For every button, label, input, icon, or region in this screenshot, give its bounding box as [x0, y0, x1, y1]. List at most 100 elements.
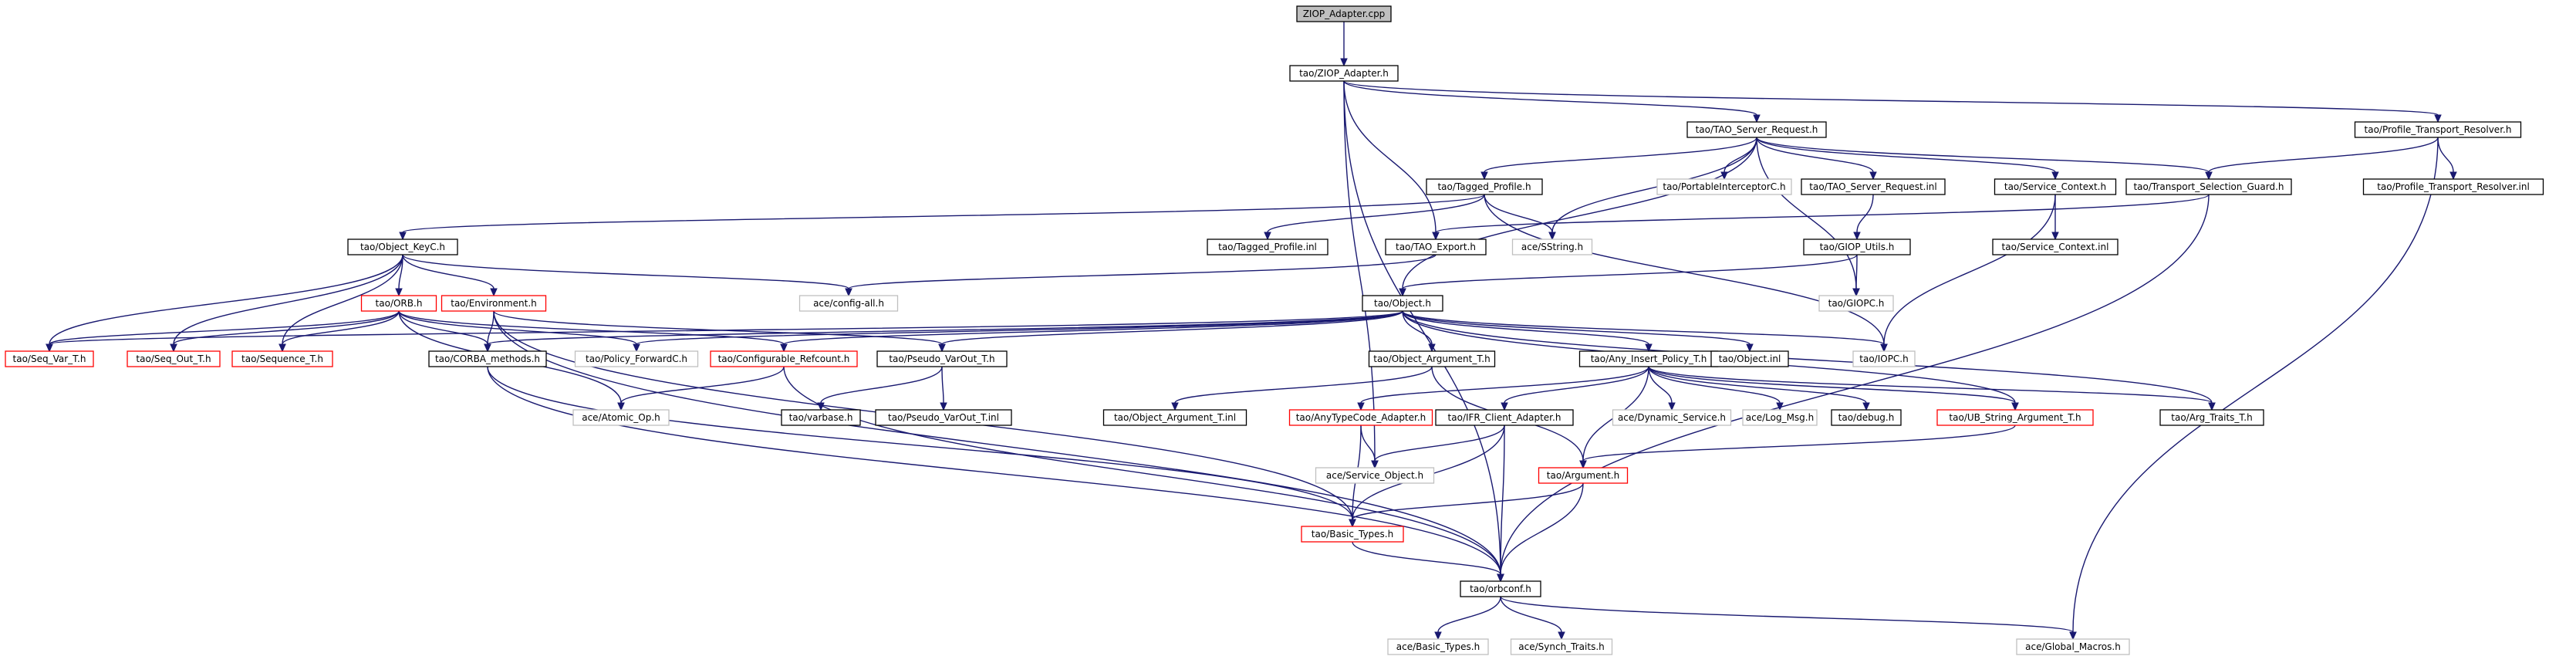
node-seqt[interactable]: tao/Sequence_T.h [231, 350, 333, 367]
node-box[interactable] [231, 350, 333, 367]
node-box[interactable] [1301, 526, 1404, 543]
node-box[interactable] [1656, 178, 1792, 195]
node-box[interactable] [876, 350, 1008, 367]
node-vb[interactable]: tao/varbase.h [781, 409, 861, 426]
node-box[interactable] [2354, 121, 2522, 138]
node-so[interactable]: ace/Service_Object.h [1315, 467, 1435, 484]
node-aip[interactable]: tao/Any_Insert_Policy_T.h [1578, 350, 1719, 367]
node-gm[interactable]: ace/Global_Macros.h [2016, 638, 2130, 655]
node-oat[interactable]: tao/Object_Argument_T.h [1368, 350, 1496, 367]
node-tsri[interactable]: tao/TAO_Server_Request.inl [1801, 178, 1946, 195]
node-ptri[interactable]: tao/Profile_Transport_Resolver.inl [2362, 178, 2544, 195]
node-env[interactable]: tao/Environment.h [441, 295, 547, 312]
node-tsg[interactable]: tao/Transport_Selection_Guard.h [2125, 178, 2292, 195]
node-box[interactable] [710, 350, 858, 367]
node-obj[interactable]: tao/Object.h [1362, 295, 1443, 312]
node-box[interactable] [1387, 638, 1489, 655]
node-aop[interactable]: ace/Atomic_Op.h [572, 409, 670, 426]
node-tpi[interactable]: tao/Tagged_Profile.inl [1207, 238, 1329, 255]
node-box[interactable] [1801, 178, 1946, 195]
node-okc[interactable]: tao/Object_KeyC.h [347, 238, 458, 255]
edge-tsg-to-oc [1500, 194, 2210, 575]
node-box[interactable] [1818, 295, 1894, 312]
node-orb[interactable]: tao/ORB.h [360, 295, 437, 312]
node-cm[interactable]: tao/CORBA_methods.h [428, 350, 547, 367]
node-ifr[interactable]: tao/IFR_Client_Adapter.h [1435, 409, 1574, 426]
node-dbg[interactable]: tao/debug.h [1831, 409, 1902, 426]
node-box[interactable] [2362, 178, 2544, 195]
node-box[interactable] [1426, 178, 1543, 195]
node-box[interactable] [2159, 409, 2264, 426]
node-iopc[interactable]: tao/IOPC.h [1852, 350, 1916, 367]
node-oc[interactable]: tao/orbconf.h [1460, 580, 1541, 597]
node-box[interactable] [781, 409, 861, 426]
node-cfg[interactable]: ace/config-all.h [798, 295, 899, 312]
node-lm[interactable]: ace/Log_Msg.h [1742, 409, 1818, 426]
node-box[interactable] [1831, 409, 1902, 426]
node-box[interactable] [875, 409, 1012, 426]
node-box[interactable] [1102, 409, 1247, 426]
node-atca[interactable]: tao/AnyTypeCode_Adapter.h [1288, 409, 1433, 426]
node-box[interactable] [5, 350, 94, 367]
node-tp[interactable]: tao/Tagged_Profile.h [1426, 178, 1543, 195]
node-tsr[interactable]: tao/TAO_Server_Request.h [1686, 121, 1827, 138]
node-giu[interactable]: tao/GIOP_Utils.h [1803, 238, 1911, 255]
node-box[interactable] [1936, 409, 2094, 426]
node-box[interactable] [1686, 121, 1827, 138]
node-box[interactable] [2125, 178, 2292, 195]
node-sot[interactable]: tao/Seq_Out_T.h [127, 350, 221, 367]
node-ziop[interactable]: tao/ZIOP_Adapter.h [1289, 65, 1399, 82]
node-box[interactable] [1710, 350, 1789, 367]
node-box[interactable] [1852, 350, 1916, 367]
node-box[interactable] [1362, 295, 1443, 312]
node-box[interactable] [1315, 467, 1435, 484]
node-pvo[interactable]: tao/Pseudo_VarOut_T.h [876, 350, 1008, 367]
node-arg[interactable]: tao/Argument.h [1538, 467, 1629, 484]
node-box[interactable] [1435, 409, 1574, 426]
node-box[interactable] [572, 409, 670, 426]
node-ptr[interactable]: tao/Profile_Transport_Resolver.h [2354, 121, 2522, 138]
node-box[interactable] [1385, 238, 1487, 255]
node-bt[interactable]: tao/Basic_Types.h [1301, 526, 1404, 543]
node-svt[interactable]: tao/Seq_Var_T.h [5, 350, 94, 367]
node-box[interactable] [1742, 409, 1818, 426]
node-sc[interactable]: tao/Service_Context.h [1994, 178, 2117, 195]
node-ds[interactable]: ace/Dynamic_Service.h [1612, 409, 1732, 426]
node-box[interactable] [1510, 638, 1613, 655]
node-cr[interactable]: tao/Configurable_Refcount.h [710, 350, 858, 367]
node-giopc[interactable]: tao/GIOPC.h [1818, 295, 1894, 312]
node-box[interactable] [127, 350, 221, 367]
node-ss[interactable]: ace/SString.h [1511, 238, 1593, 255]
node-te[interactable]: tao/TAO_Export.h [1385, 238, 1487, 255]
node-st[interactable]: ace/Synch_Traits.h [1510, 638, 1613, 655]
node-pic[interactable]: tao/PortableInterceptorC.h [1656, 178, 1792, 195]
node-box[interactable] [1992, 238, 2119, 255]
node-box[interactable] [574, 350, 699, 367]
node-box[interactable] [2016, 638, 2130, 655]
node-oinl[interactable]: tao/Object.inl [1710, 350, 1789, 367]
node-box[interactable] [1288, 409, 1433, 426]
node-box[interactable] [1994, 178, 2117, 195]
node-box[interactable] [1368, 350, 1496, 367]
node-box[interactable] [1803, 238, 1911, 255]
node-box[interactable] [360, 295, 437, 312]
node-box[interactable] [1511, 238, 1593, 255]
node-box[interactable] [347, 238, 458, 255]
node-box[interactable] [1612, 409, 1732, 426]
node-box[interactable] [441, 295, 547, 312]
node-box[interactable] [1460, 580, 1541, 597]
node-box[interactable] [798, 295, 899, 312]
node-ubs[interactable]: tao/UB_String_Argument_T.h [1936, 409, 2094, 426]
node-box[interactable] [1296, 5, 1392, 22]
node-abt[interactable]: ace/Basic_Types.h [1387, 638, 1489, 655]
node-box[interactable] [1538, 467, 1629, 484]
node-att[interactable]: tao/Arg_Traits_T.h [2159, 409, 2264, 426]
node-pfc[interactable]: tao/Policy_ForwardC.h [574, 350, 699, 367]
node-box[interactable] [1207, 238, 1329, 255]
node-box[interactable] [428, 350, 547, 367]
node-root[interactable]: ZIOP_Adapter.cpp [1296, 5, 1392, 22]
node-sci[interactable]: tao/Service_Context.inl [1992, 238, 2119, 255]
node-pvoi[interactable]: tao/Pseudo_VarOut_T.inl [875, 409, 1012, 426]
node-oati[interactable]: tao/Object_Argument_T.inl [1102, 409, 1247, 426]
node-box[interactable] [1289, 65, 1399, 82]
